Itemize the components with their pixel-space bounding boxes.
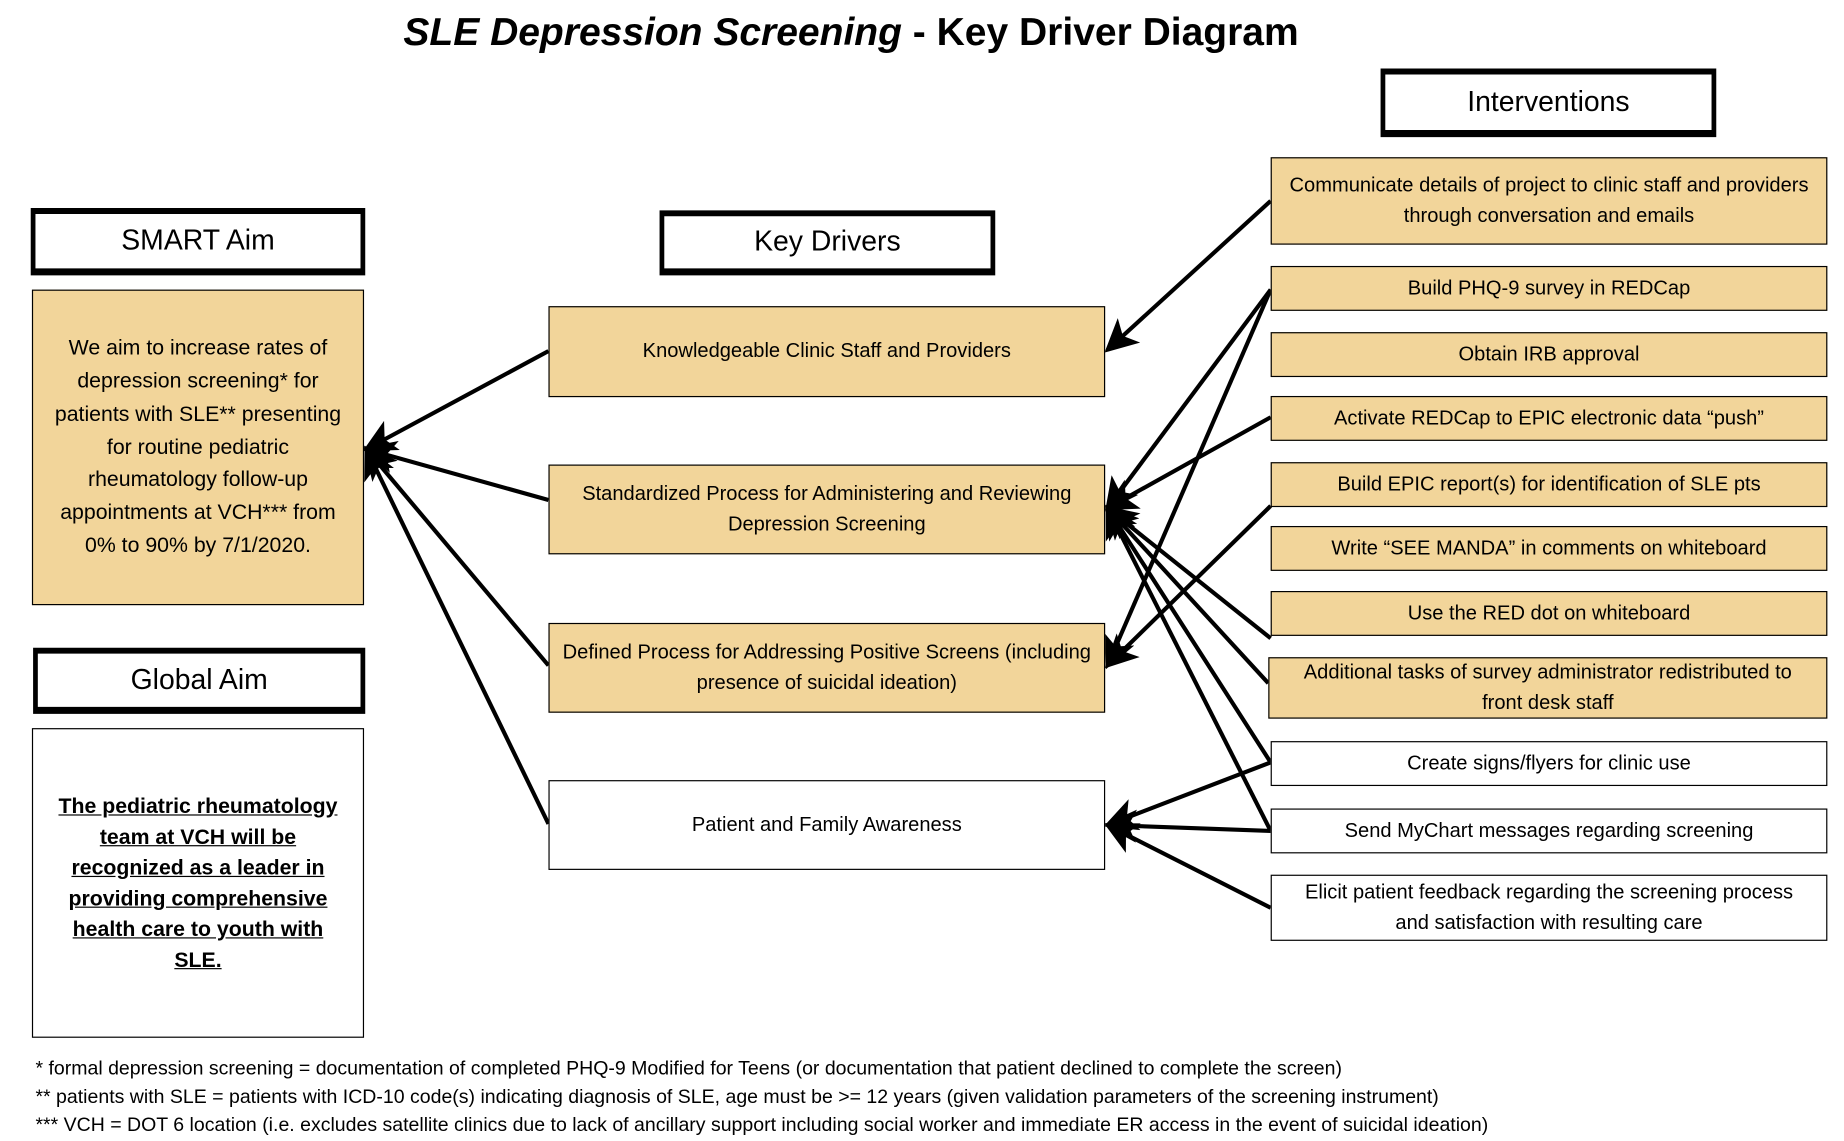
key-driver-box: Knowledgeable Clinic Staff and Providers [548,306,1106,398]
interventions-header-label: Interventions [1467,85,1630,118]
intervention-box: Build EPIC report(s) for identification … [1270,462,1828,508]
intervention-label: Create signs/flyers for clinic use [1407,751,1691,775]
intervention-box: Communicate details of project to clinic… [1270,157,1828,245]
arrow-i5-to-kd3 [1104,504,1273,669]
arrow-i11-to-kd4 [1103,823,1272,910]
intervention-label: Additional tasks of survey administrator… [1303,660,1792,714]
intervention-label: Build PHQ-9 survey in REDCap [1407,276,1691,299]
intervention-box: Obtain IRB approval [1270,332,1828,378]
intervention-box: Build PHQ-9 survey in REDCap [1270,265,1828,311]
arrow-i9-to-kd4 [1103,760,1272,831]
smart-aim-header-label: SMART Aim [121,224,275,257]
title-italic: SLE Depression Screening [403,9,902,54]
arrow-i10-to-kd2 [1105,504,1273,832]
intervention-box: Write “SEE MANDA” in comments on whitebo… [1270,525,1828,571]
key-driver-label: Standardized Process for Administering a… [582,481,1072,536]
key-driver-label: Patient and Family Awareness [691,813,962,836]
key-drivers-header: Key Drivers [659,210,996,276]
arrow-kd3-to-smart [363,445,551,667]
intervention-label: Elicit patient feedback regarding the sc… [1304,880,1794,934]
key-driver-label: Knowledgeable Clinic Staff and Providers [642,339,1011,363]
intervention-box: Elicit patient feedback regarding the sc… [1270,874,1828,941]
key-driver-box: Defined Process for Addressing Positive … [548,622,1106,713]
footnote: *** VCH = DOT 6 location (i.e. excludes … [35,1114,1489,1136]
smart-aim-header: SMART Aim [30,208,366,276]
key-drivers-header-label: Key Drivers [754,225,901,258]
intervention-box: Activate REDCap to EPIC electronic data … [1270,395,1828,441]
key-driver-box: Patient and Family Awareness [548,780,1106,870]
arrow-i10-to-kd4 [1103,809,1271,843]
arrow-i1-to-kd1 [1104,199,1273,353]
arrow-i2-to-kd2 [1105,288,1273,512]
arrow-kd1-to-smart [362,349,550,452]
intervention-label: Use the RED dot on whiteboard [1407,601,1691,624]
arrow-i9-to-kd2 [1105,504,1273,764]
smart-aim-box: We aim to increase rates of depression s… [31,289,365,606]
intervention-label: Activate REDCap to EPIC electronic data … [1334,406,1765,429]
key-driver-box: Standardized Process for Administering a… [548,464,1106,555]
intervention-label: Obtain IRB approval [1458,342,1640,366]
arrow-i2-to-kd3 [1103,288,1273,670]
key-driver-label: Defined Process for Addressing Positive … [562,640,1091,694]
diagram-title: SLE Depression Screening - Key Driver Di… [0,9,1702,54]
intervention-box: Additional tasks of survey administrator… [1268,657,1828,719]
global-aim-header: Global Aim [33,647,366,714]
footnote: ** patients with SLE = patients with ICD… [35,1086,1439,1108]
arrow-i4-to-kd2 [1103,415,1272,511]
smart-aim-text: We aim to increase rates of depression s… [54,335,342,557]
global-aim-text: The pediatric rheumatology team at VCH w… [58,793,338,972]
intervention-label: Write “SEE MANDA” in comments on whitebo… [1331,536,1767,559]
global-aim-header-label: Global Aim [130,663,268,696]
intervention-label: Communicate details of project to clinic… [1289,173,1809,227]
interventions-header: Interventions [1380,68,1717,138]
intervention-label: Build EPIC report(s) for identification … [1337,472,1761,496]
intervention-label: Send MyChart messages regarding screenin… [1344,818,1754,842]
intervention-box: Create signs/flyers for clinic use [1270,741,1828,787]
arrow-kd2-to-smart [362,441,550,502]
footnote: * formal depression screening = document… [35,1057,1342,1080]
intervention-box: Use the RED dot on whiteboard [1270,591,1828,636]
global-aim-box: The pediatric rheumatology team at VCH w… [31,728,365,1038]
arrow-kd4-to-smart [364,445,551,825]
title-rest: - Key Driver Diagram [901,9,1299,54]
intervention-box: Send MyChart messages regarding screenin… [1270,808,1828,854]
